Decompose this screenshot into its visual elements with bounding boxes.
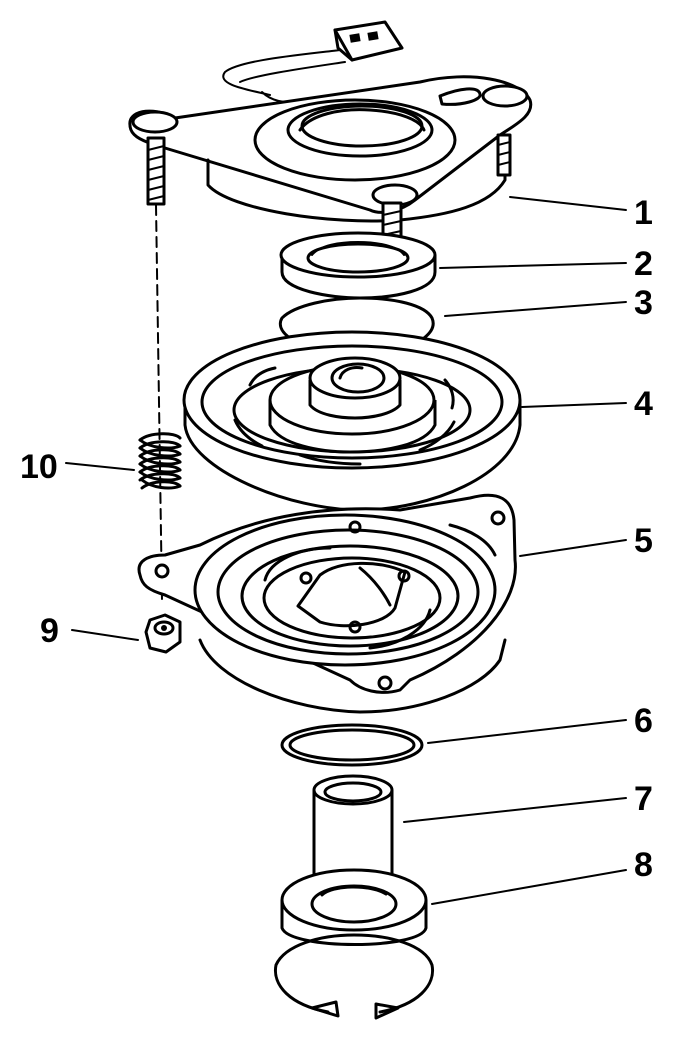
- callout-10: 10: [20, 448, 58, 486]
- stud-back: [496, 133, 512, 177]
- leader-line-7: [403, 797, 627, 823]
- part-9-nut: [144, 613, 182, 654]
- part-1-mounting-plate: [128, 20, 533, 285]
- part-6-ring: [280, 723, 424, 767]
- leader-line-1: [509, 196, 627, 211]
- part-8-bearing: [280, 868, 428, 946]
- part-5-field-coil: [137, 493, 517, 714]
- part-4-pulley: [182, 330, 522, 512]
- stud-left: [146, 136, 166, 206]
- leader-line-6: [427, 719, 627, 744]
- callout-2: 2: [634, 245, 653, 283]
- callout-9: 9: [40, 612, 59, 650]
- leader-line-9: [71, 629, 139, 641]
- callout-5: 5: [634, 522, 653, 560]
- callout-labels: 1 2 3 4 5 6 7 8 9 10: [20, 194, 653, 884]
- callout-3: 3: [634, 284, 653, 322]
- leader-lines: [65, 196, 627, 905]
- stud-axis-line: [155, 204, 163, 601]
- leader-line-2: [439, 262, 627, 269]
- leader-line-5: [519, 539, 627, 557]
- callout-6: 6: [634, 702, 653, 740]
- leader-line-10: [65, 462, 135, 471]
- leader-line-8: [431, 869, 627, 905]
- callout-1: 1: [634, 194, 653, 232]
- callout-8: 8: [634, 846, 653, 884]
- part-2-bearing: [279, 231, 437, 300]
- leader-line-3: [444, 301, 627, 317]
- part-10-spring: [138, 432, 182, 490]
- callout-7: 7: [634, 780, 653, 818]
- leader-line-4: [521, 402, 627, 408]
- connector-plug: [333, 20, 404, 62]
- callout-4: 4: [634, 385, 653, 423]
- part-8-circlip: [273, 933, 435, 1020]
